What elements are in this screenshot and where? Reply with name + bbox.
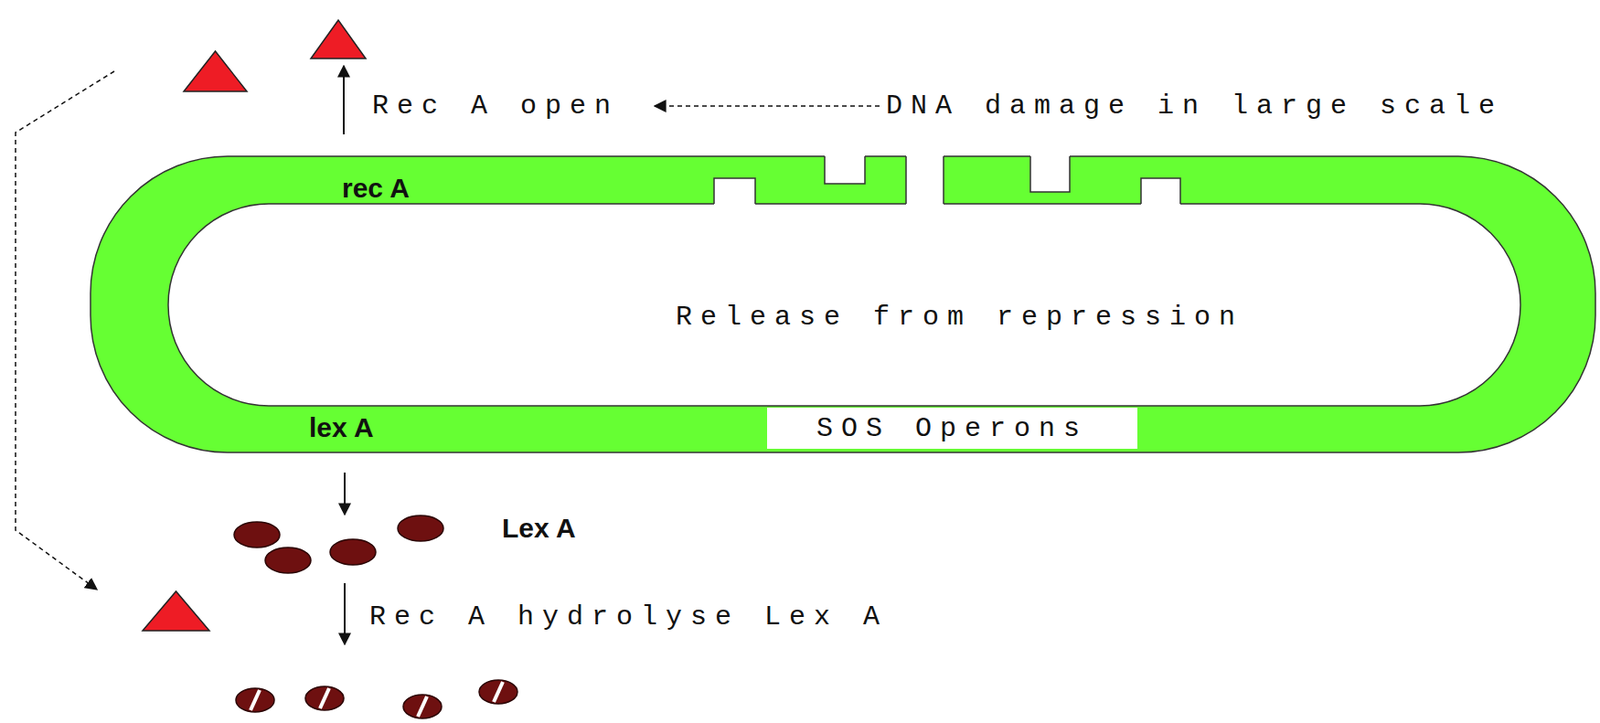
gene-label: lex A <box>309 411 374 445</box>
reca-protein <box>183 51 247 92</box>
process-label: Rec A hydrolyse Lex A <box>369 598 888 636</box>
operon-box: SOS Operons <box>767 407 1138 449</box>
process-label: Rec A open <box>372 87 619 125</box>
reca-protein <box>142 591 210 631</box>
gene-label: rec A <box>341 171 410 205</box>
dashed-arrow <box>654 105 880 107</box>
reca-protein <box>310 20 366 59</box>
dna-lesion <box>906 155 944 207</box>
operon-label: SOS Operons <box>816 410 1088 448</box>
protein-label: Lex A <box>501 512 576 545</box>
expression-arrow <box>342 65 345 135</box>
lexa-protein <box>234 515 444 574</box>
process-label: DNA damage in large scale <box>885 87 1504 125</box>
chromosome-outer <box>90 156 1596 453</box>
expression-arrow <box>343 472 346 515</box>
hydrolysis-arrow <box>343 583 346 645</box>
dna-lesion <box>824 155 865 184</box>
chromosome-inner <box>168 203 1521 406</box>
cleaved-lexa <box>235 680 518 719</box>
dna-lesion <box>1141 178 1181 207</box>
process-label: Release from repression <box>675 298 1244 336</box>
dna-lesion <box>1030 155 1070 192</box>
dna-lesion <box>714 178 756 207</box>
